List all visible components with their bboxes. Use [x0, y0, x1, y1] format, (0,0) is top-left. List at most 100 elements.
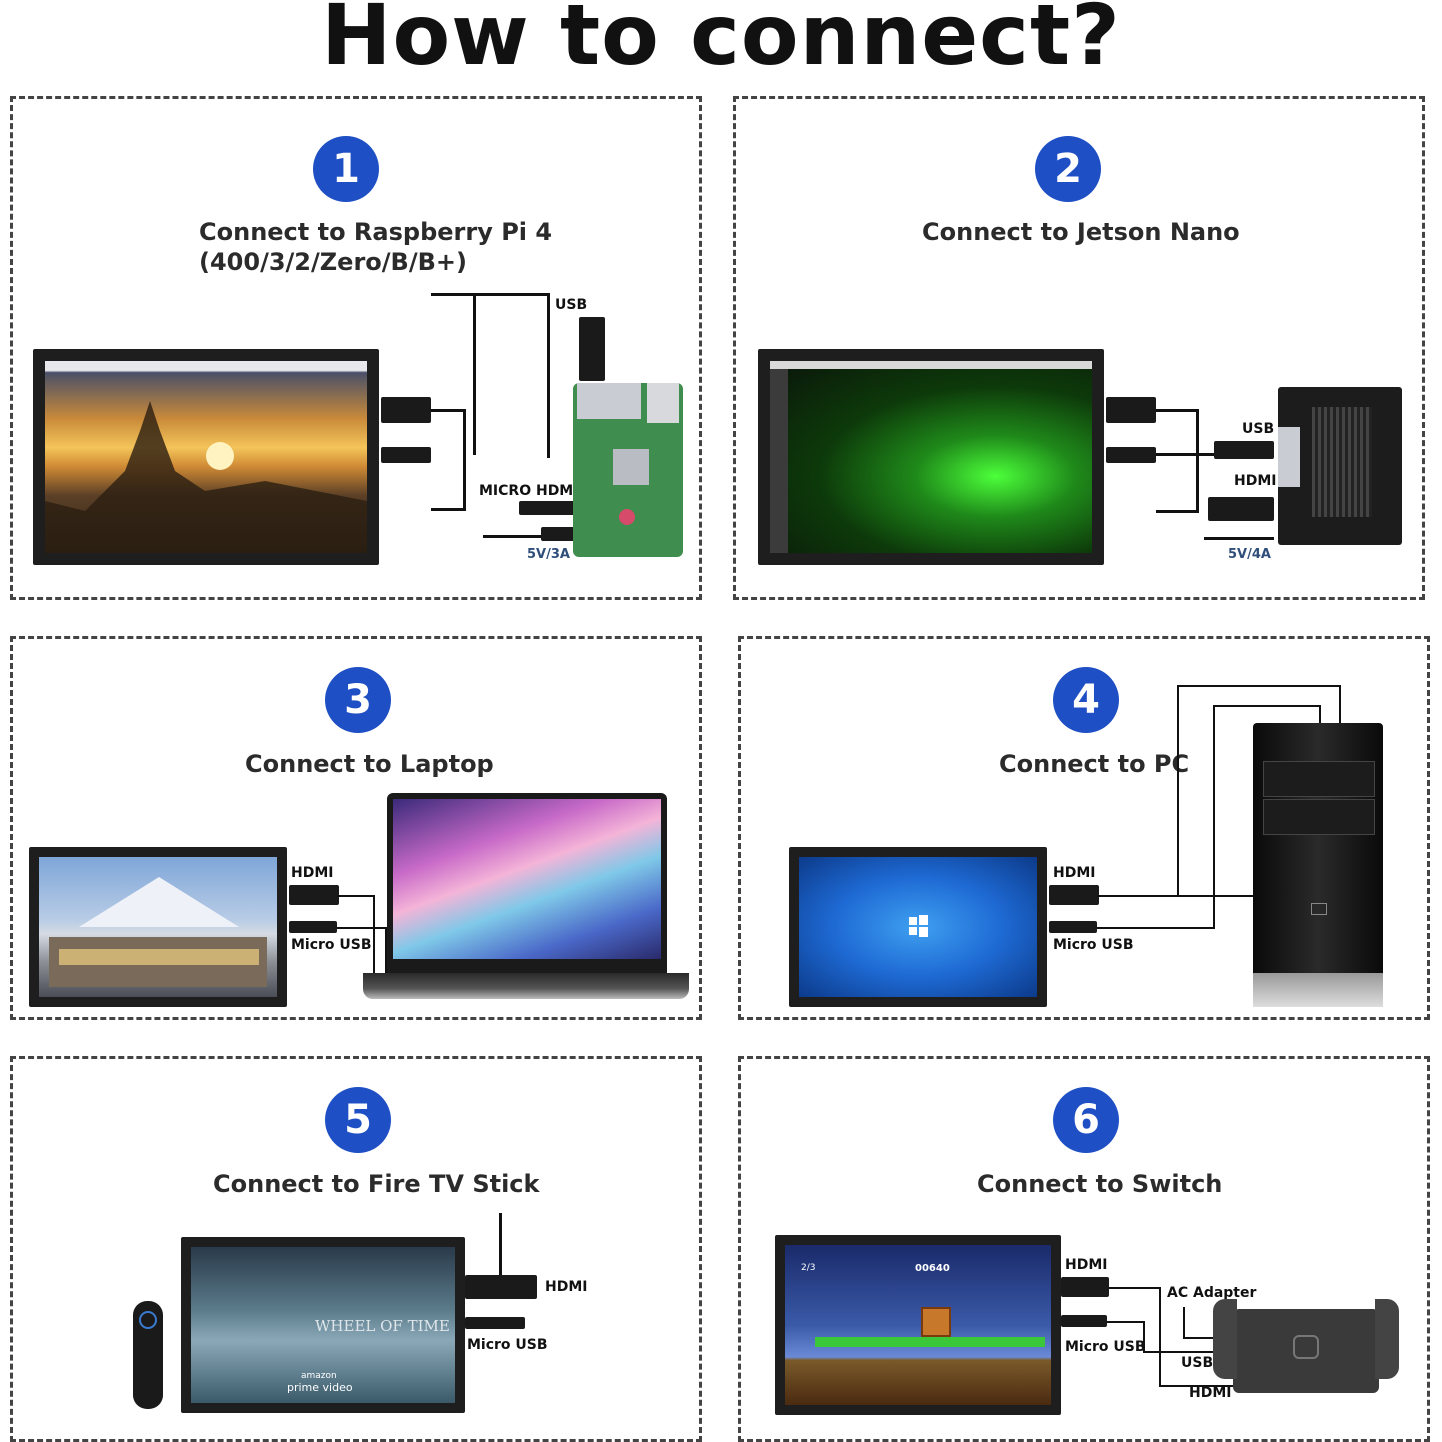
power-label: 5V/3A: [527, 547, 570, 562]
laptop-base: [363, 973, 689, 999]
usb-plug: [289, 921, 337, 933]
joycon-right: [1375, 1299, 1399, 1379]
jetson-nano-board: [1278, 387, 1402, 545]
wave-wallpaper: [393, 799, 661, 959]
display-monitor: 2/3 00640: [775, 1235, 1061, 1415]
usb-plug: [1061, 1315, 1107, 1327]
micro-usb-label: Micro USB: [1065, 1339, 1146, 1355]
temple-silhouette: [45, 401, 367, 553]
micro-usb-label: Micro USB: [291, 937, 372, 953]
usb-label: USB: [1242, 421, 1275, 437]
laptop: [363, 793, 689, 1007]
hdmi-cable: [1097, 685, 1337, 897]
windows-logo-icon: [909, 915, 928, 937]
usb-ports: [1278, 427, 1300, 487]
step-number-badge: 6: [1053, 1087, 1119, 1153]
stick-usb-cable: [499, 1213, 502, 1275]
hdmi-cable: [431, 409, 466, 511]
hdmi-plug: [1049, 885, 1099, 905]
panel-fire-tv-stick: 5 Connect to Fire TV Stick WHEEL OF TIME…: [10, 1056, 702, 1442]
usb-cable: [1097, 705, 1215, 929]
display-monitor: [29, 847, 287, 1007]
display-monitor: [789, 847, 1047, 1007]
step-number-badge: 5: [325, 1087, 391, 1153]
hdmi-plug-board: [1208, 497, 1274, 521]
game-score: 00640: [915, 1263, 950, 1274]
brand-line1: amazon: [301, 1371, 337, 1381]
raspberry-logo-icon: [619, 509, 635, 525]
micro-usb-label: Micro USB: [1053, 937, 1134, 953]
page-title: How to connect?: [321, 0, 1121, 84]
step-number-badge: 1: [313, 136, 379, 202]
hdmi-plug: [1061, 1277, 1109, 1297]
power-cable: [483, 535, 543, 538]
step-number-badge: 3: [325, 667, 391, 733]
brand-line2: prime video: [287, 1381, 353, 1394]
panel-title: Connect to Switch: [977, 1170, 1223, 1198]
hdmi-cable: [1156, 409, 1199, 513]
panel-title: Connect to Jetson Nano: [922, 218, 1240, 246]
usb-plug: [1106, 447, 1156, 463]
game-lives: 2/3: [801, 1263, 816, 1273]
drive-bay: [1263, 761, 1375, 797]
mount-fuji: [49, 877, 267, 987]
hdmi-label-bottom: HDMI: [1189, 1385, 1232, 1401]
micro-hdmi-plug: [519, 501, 575, 515]
drive-bay: [1263, 799, 1375, 835]
raspberry-pi-board: [573, 383, 683, 557]
power-label: 5V/4A: [1228, 547, 1271, 562]
panel-title: Connect to Fire TV Stick: [213, 1170, 540, 1198]
pc-tower: [1253, 723, 1383, 1007]
panel-laptop: 3 Connect to Laptop HDMI Micro USB: [10, 636, 702, 1020]
hdmi-plug: [289, 885, 339, 905]
usb-cable: [337, 927, 387, 977]
usb-cable-right: [1143, 1351, 1223, 1353]
usb-label: USB: [1181, 1355, 1214, 1371]
sunset-wallpaper: [45, 361, 367, 553]
mountain-wallpaper: [39, 857, 277, 997]
platformer-game-screen: 2/3 00640: [785, 1245, 1051, 1405]
display-monitor: WHEEL OF TIME amazon prime video: [181, 1237, 465, 1413]
hdmi-label-top: HDMI: [1065, 1257, 1108, 1273]
usb-a-plug: [1214, 441, 1274, 459]
ethernet-port: [647, 383, 679, 423]
tower-base: [1253, 973, 1383, 1007]
heatsink: [1312, 407, 1372, 517]
panel-raspberry-pi: 1 Connect to Raspberry Pi 4 (400/3/2/Zer…: [10, 96, 702, 600]
panel-pc: 4 Connect to PC HDMI Micro USB: [738, 636, 1430, 1020]
panel-switch: 6 Connect to Switch 2/3 00640 HDMI Micro…: [738, 1056, 1430, 1442]
grass-platform: [815, 1337, 1045, 1347]
usb-cable: [1156, 453, 1216, 456]
wheel-of-time-poster: WHEEL OF TIME amazon prime video: [191, 1247, 455, 1403]
step-number-badge: 2: [1035, 136, 1101, 202]
usb-label: USB: [555, 297, 588, 313]
panel-title-line1: Connect to Raspberry Pi 4: [199, 218, 553, 246]
ac-adapter-label: AC Adapter: [1167, 1285, 1257, 1301]
hdmi-label: HDMI: [291, 865, 334, 881]
hdmi-label: HDMI: [545, 1279, 588, 1295]
ac-cable: [1183, 1307, 1221, 1339]
switch-logo-icon: [1293, 1335, 1319, 1359]
usb-plug: [381, 447, 431, 463]
joycon-left: [1213, 1299, 1237, 1379]
power-plug: [541, 527, 577, 541]
micro-usb-label: Micro USB: [467, 1337, 548, 1353]
step-number-badge: 4: [1053, 667, 1119, 733]
fire-tv-stick: [465, 1275, 537, 1299]
panel-title: Connect to Raspberry Pi 4 (400/3/2/Zero/…: [199, 217, 552, 277]
remote-ring: [139, 1311, 157, 1329]
usb-plug: [1049, 921, 1097, 933]
micro-hdmi-label: MICRO HDMI: [479, 483, 579, 499]
laptop-screen: [387, 793, 667, 973]
power-cable: [1204, 537, 1274, 540]
hdmi-cable: [1109, 1287, 1161, 1387]
crate-block: [921, 1307, 951, 1337]
show-title: WHEEL OF TIME: [315, 1317, 450, 1335]
hdmi-cable: [337, 895, 375, 977]
cpu-chip: [613, 449, 649, 485]
hdmi-label: HDMI: [1234, 473, 1277, 489]
usb-cable-vertical: [473, 293, 476, 455]
top-bar: [770, 361, 1092, 369]
hdmi-plug: [1106, 397, 1156, 423]
panel-title: Connect to Laptop: [245, 750, 494, 778]
